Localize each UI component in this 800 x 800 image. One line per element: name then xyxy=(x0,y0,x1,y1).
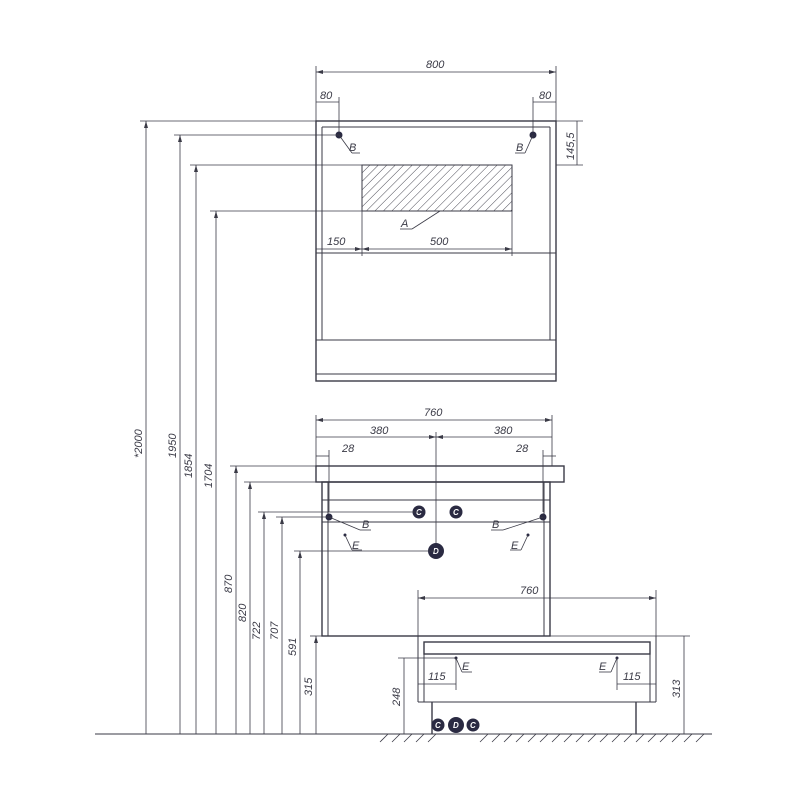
floor xyxy=(95,733,712,743)
svg-text:C: C xyxy=(453,508,459,517)
callout-a: A xyxy=(400,218,408,230)
callout-c-vanity-right xyxy=(449,505,463,519)
mirror-cabinet xyxy=(315,120,557,382)
dim-vanity-half-left: 380 xyxy=(370,425,389,437)
callout-b-vanity-right: B xyxy=(492,519,499,531)
callout-b-mirror-left: B xyxy=(349,142,356,154)
vanity-dimensions: 760 380 380 28 28 B B E E C C D xyxy=(315,407,556,559)
dim-mirror-right-offset: 80 xyxy=(539,90,552,102)
callout-d-floor xyxy=(448,717,464,733)
callout-e-vanity-left: E xyxy=(352,540,360,552)
callout-b-mirror-right: B xyxy=(516,142,523,154)
callout-e-cabinet-right: E xyxy=(599,661,607,673)
vanity xyxy=(315,465,656,734)
svg-text:C: C xyxy=(470,721,476,730)
height-dimensions: *2000 1950 1854 1704 870 820 722 707 591 xyxy=(133,120,436,734)
dim-vanity-left-28: 28 xyxy=(341,443,355,455)
callout-c-floor-left xyxy=(431,718,445,732)
dim-shelf-width: 500 xyxy=(430,236,449,248)
dim-height-315: 315 xyxy=(303,677,315,696)
dim-height-591: 591 xyxy=(287,638,299,656)
hatched-area-A xyxy=(361,164,513,212)
dim-mirror-left-offset: 80 xyxy=(320,90,333,102)
dim-cabinet-right-115: 115 xyxy=(623,671,641,683)
dim-height-820: 820 xyxy=(237,603,249,622)
dim-height-1854: 1854 xyxy=(183,454,195,478)
dim-cabinet-width: 760 xyxy=(520,585,539,597)
dim-shelf-left-offset: 150 xyxy=(327,236,346,248)
callout-c-floor-right xyxy=(466,718,480,732)
svg-text:C: C xyxy=(416,508,422,517)
svg-text:D: D xyxy=(433,547,439,556)
dim-cabinet-lower-248: 248 xyxy=(391,687,403,707)
callout-e-cabinet-left: E xyxy=(462,661,470,673)
dim-vanity-right-28: 28 xyxy=(515,443,529,455)
dim-height-722: 722 xyxy=(251,622,263,640)
lower-cabinet xyxy=(417,636,657,734)
dim-vanity-half-right: 380 xyxy=(494,425,513,437)
dim-height-707: 707 xyxy=(269,621,281,640)
dim-height-1950: 1950 xyxy=(167,433,179,458)
svg-text:D: D xyxy=(453,721,459,730)
callout-b-vanity-left: B xyxy=(362,519,369,531)
dim-height-1704: 1704 xyxy=(203,464,215,488)
dim-cabinet-left-115: 115 xyxy=(428,671,446,683)
dim-height-870: 870 xyxy=(223,574,235,593)
mirror-dimensions: 800 80 80 145,5 150 500 B B A xyxy=(315,59,583,256)
cabinet-dimensions: 760 115 115 E E 313 248 C D C xyxy=(391,585,690,734)
svg-text:C: C xyxy=(435,721,441,730)
dim-vanity-width: 760 xyxy=(424,407,443,419)
callout-e-vanity-right: E xyxy=(511,540,519,552)
dim-height-2000: *2000 xyxy=(133,428,145,458)
dim-mirror-width: 800 xyxy=(426,59,445,71)
dim-cabinet-height: 313 xyxy=(671,679,683,698)
dim-mirror-top-offset: 145,5 xyxy=(565,132,577,160)
